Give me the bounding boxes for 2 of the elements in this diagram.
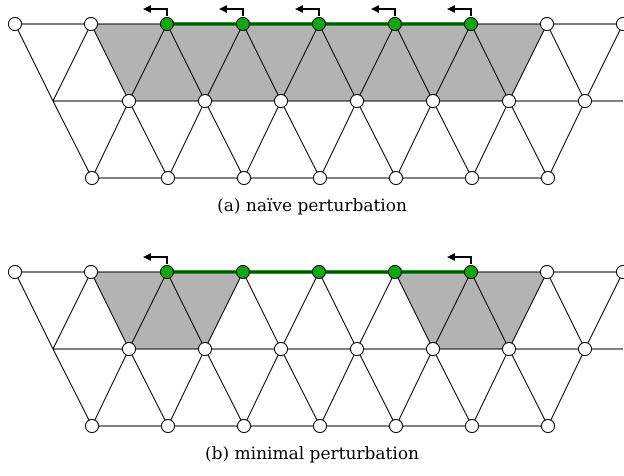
caption-text: (b) minimal perturbation bbox=[204, 444, 420, 464]
caption-text: (a) naïve perturbation bbox=[217, 196, 407, 216]
